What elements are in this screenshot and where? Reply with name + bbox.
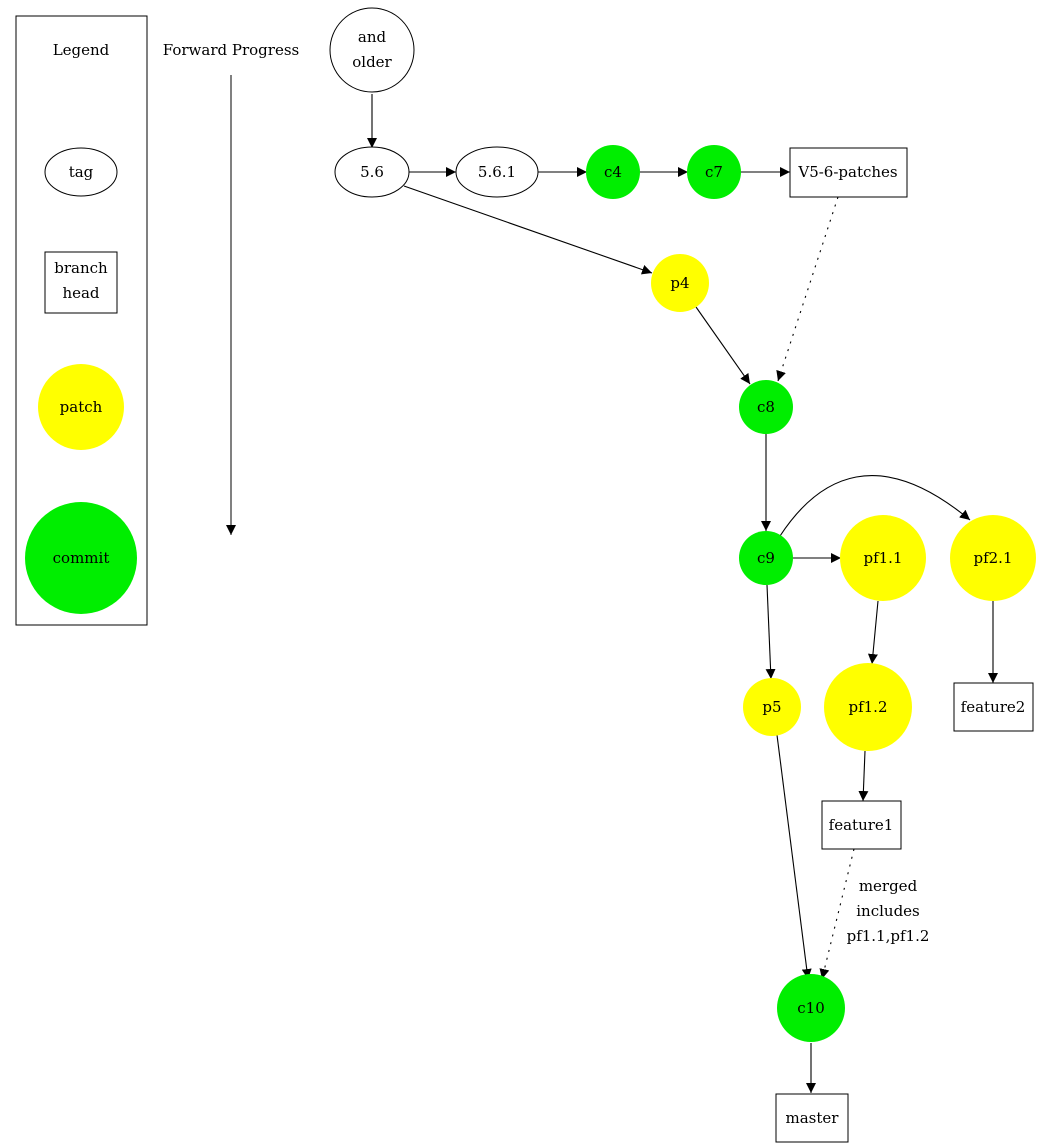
- tag-5.6: 5.6: [334, 146, 410, 198]
- commit-c4: c4: [586, 145, 640, 199]
- patch-p5-label: p5: [762, 698, 781, 716]
- legend-patch-label: patch: [60, 398, 103, 416]
- node-and-older: and older: [329, 7, 415, 93]
- tag-5.6.1: 5.6.1: [455, 146, 539, 198]
- legend-tag-shape: [44, 147, 118, 197]
- commit-c7: c7: [687, 145, 741, 199]
- edge-p5-to-c10: [776, 734, 812, 980]
- legend-tag-label: tag: [69, 163, 94, 181]
- nodes: and older 5.6 5.6.1 c4 c7 V5-6-patches p…: [329, 7, 1036, 1143]
- commit-c7-label: c7: [705, 163, 723, 181]
- legend: Legend tag branch head patch commit: [15, 15, 148, 626]
- merge-edge-label: merged includes pf1.1,pf1.2: [847, 877, 930, 945]
- commit-c8-label: c8: [757, 398, 775, 416]
- commit-c10: c10: [777, 974, 845, 1042]
- branch-v5-6-patches-label: V5-6-patches: [797, 163, 897, 181]
- tag-5.6.1-label: 5.6.1: [478, 163, 516, 181]
- node-and-older-label-line2: older: [352, 53, 392, 71]
- commit-c4-label: c4: [604, 163, 622, 181]
- patch-pf2.1: pf2.1: [950, 515, 1036, 601]
- forward-progress: Forward Progress: [163, 41, 299, 535]
- patch-p5: p5: [743, 678, 801, 736]
- legend-commit-label: commit: [53, 549, 110, 567]
- branch-feature2: feature2: [953, 682, 1034, 732]
- edge-5.6-to-p4: [403, 185, 653, 275]
- branch-feature1: feature1: [821, 800, 902, 850]
- merge-label-line1: merged: [859, 877, 918, 895]
- tag-5.6-label: 5.6: [360, 163, 384, 181]
- commit-c9-label: c9: [757, 549, 775, 567]
- merge-label-line3: pf1.1,pf1.2: [847, 927, 930, 945]
- edge-c9-to-pf2.1: [779, 475, 971, 537]
- edge-pf1.1-to-pf1.2: [867, 600, 879, 665]
- branch-feature1-label: feature1: [829, 816, 894, 834]
- edge-pf1.2-to-feature1: [858, 750, 869, 802]
- edge-c9-to-p5: [765, 584, 776, 680]
- legend-box: [15, 15, 148, 626]
- branch-master-label: master: [786, 1109, 840, 1127]
- branch-v5-6-patches: V5-6-patches: [789, 147, 908, 198]
- edges: [367, 94, 998, 1093]
- patch-pf1.2-label: pf1.2: [848, 698, 887, 716]
- legend-branch-head-label-line2: head: [62, 284, 99, 302]
- edge-v5-6-patches-to-c8: [776, 196, 839, 382]
- patch-pf1.1: pf1.1: [840, 515, 926, 601]
- forward-progress-label: Forward Progress: [163, 41, 299, 59]
- commit-c9: c9: [739, 531, 793, 585]
- legend-commit-shape: [25, 502, 137, 614]
- legend-branch-head-shape: [44, 251, 118, 314]
- patch-pf1.2: pf1.2: [824, 663, 912, 751]
- legend-patch-shape: [38, 364, 124, 450]
- legend-title: Legend: [53, 41, 110, 59]
- legend-branch-head-label-line1: branch: [54, 259, 108, 277]
- commit-c10-label: c10: [797, 999, 825, 1017]
- branch-feature2-label: feature2: [961, 698, 1026, 716]
- edge-feature1-to-c10: [819, 848, 855, 980]
- branch-master: master: [775, 1093, 849, 1143]
- patch-pf2.1-label: pf2.1: [973, 549, 1012, 567]
- commit-c8: c8: [739, 380, 793, 434]
- patch-p4: p4: [651, 254, 709, 312]
- merge-label-line2: includes: [856, 902, 920, 920]
- patch-pf1.1-label: pf1.1: [863, 549, 902, 567]
- patch-p4-label: p4: [670, 274, 689, 292]
- edge-p4-to-c8: [695, 306, 751, 385]
- node-and-older-label-line1: and: [358, 28, 387, 46]
